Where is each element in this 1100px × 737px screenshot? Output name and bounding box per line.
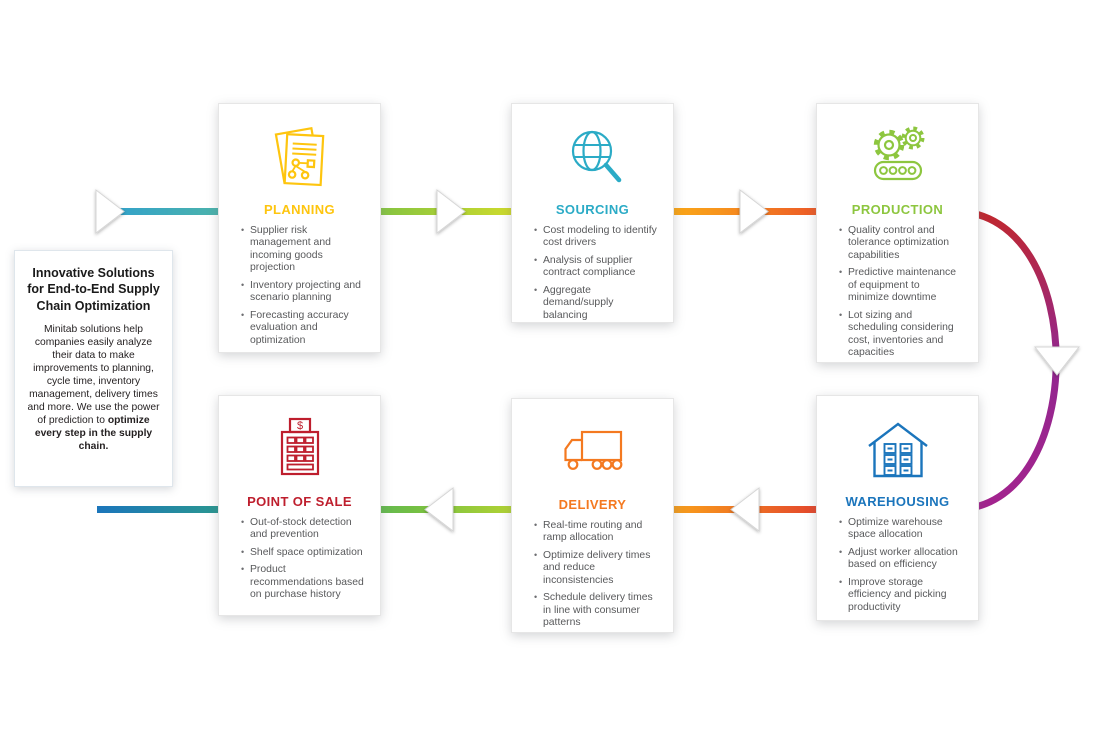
card-bullets-warehousing: Optimize warehouse space allocation Adju… bbox=[817, 517, 978, 629]
card-title-planning: PLANNING bbox=[263, 202, 336, 217]
bullet-item: Aggregate demand/supply balancing bbox=[534, 285, 657, 322]
card-planning: PLANNING Supplier risk management and in… bbox=[218, 103, 381, 353]
bullet-item: Schedule delivery times in line with con… bbox=[534, 592, 657, 629]
card-title-warehousing: WAREHOUSING bbox=[845, 494, 950, 509]
card-bullets-point-of-sale: Out-of-stock detection and prevention Sh… bbox=[219, 517, 380, 617]
bullet-item: Shelf space optimization bbox=[241, 547, 364, 559]
bullet-item: Analysis of supplier contract compliance bbox=[534, 255, 657, 280]
cash-register-icon: $ bbox=[219, 406, 380, 490]
delivery-truck-icon bbox=[512, 409, 673, 493]
bullet-item: Improve storage efficiency and picking p… bbox=[839, 577, 962, 614]
bullet-item: Lot sizing and scheduling considering co… bbox=[839, 310, 962, 360]
dollar-glyph: $ bbox=[296, 420, 302, 432]
card-production: PRODUCTION Quality control and tolerance… bbox=[816, 103, 979, 363]
globe-magnifier-icon bbox=[512, 114, 673, 198]
bullet-item: Product recommendations based on purchas… bbox=[241, 564, 364, 601]
card-bullets-delivery: Real-time routing and ramp allocation Op… bbox=[512, 520, 673, 645]
gears-icon bbox=[817, 114, 978, 198]
documents-planning-icon bbox=[219, 114, 380, 198]
card-warehousing: WAREHOUSING Optimize warehouse space all… bbox=[816, 395, 979, 621]
bullet-item: Cost modeling to identify cost drivers bbox=[534, 225, 657, 250]
intro-body-text: Minitab solutions help companies easily … bbox=[27, 323, 160, 427]
bullet-item: Out-of-stock detection and prevention bbox=[241, 517, 364, 542]
card-title-production: PRODUCTION bbox=[851, 202, 944, 217]
intro-body: Minitab solutions help companies easily … bbox=[24, 323, 163, 454]
bullet-item: Predictive maintenance of equipment to m… bbox=[839, 267, 962, 304]
intro-body-bold: optimize every step in the supply chain. bbox=[34, 415, 153, 453]
bullet-item: Real-time routing and ramp allocation bbox=[534, 520, 657, 545]
card-bullets-sourcing: Cost modeling to identify cost drivers A… bbox=[512, 225, 673, 337]
card-point-of-sale: $ POINT OF SALE Out-of-stock detection a… bbox=[218, 395, 381, 616]
bullet-item: Supplier risk management and incoming go… bbox=[241, 225, 364, 275]
card-title-delivery: DELIVERY bbox=[558, 497, 627, 512]
bullet-item: Optimize delivery times and reduce incon… bbox=[534, 550, 657, 587]
intro-box: Innovative Solutions for End-to-End Supp… bbox=[14, 250, 173, 487]
warehouse-icon bbox=[817, 406, 978, 490]
bullet-item: Forecasting accuracy evaluation and opti… bbox=[241, 310, 364, 347]
card-sourcing: SOURCING Cost modeling to identify cost … bbox=[511, 103, 674, 323]
card-delivery: DELIVERY Real-time routing and ramp allo… bbox=[511, 398, 674, 633]
bullet-item: Inventory projecting and scenario planni… bbox=[241, 280, 364, 305]
card-bullets-planning: Supplier risk management and incoming go… bbox=[219, 225, 380, 362]
intro-title: Innovative Solutions for End-to-End Supp… bbox=[27, 266, 160, 313]
bullet-item: Quality control and tolerance optimizati… bbox=[839, 225, 962, 262]
card-title-point-of-sale: POINT OF SALE bbox=[247, 494, 352, 509]
card-title-sourcing: SOURCING bbox=[555, 202, 630, 217]
card-bullets-production: Quality control and tolerance optimizati… bbox=[817, 225, 978, 375]
bullet-item: Optimize warehouse space allocation bbox=[839, 517, 962, 542]
bullet-item: Adjust worker allocation based on effici… bbox=[839, 547, 962, 572]
